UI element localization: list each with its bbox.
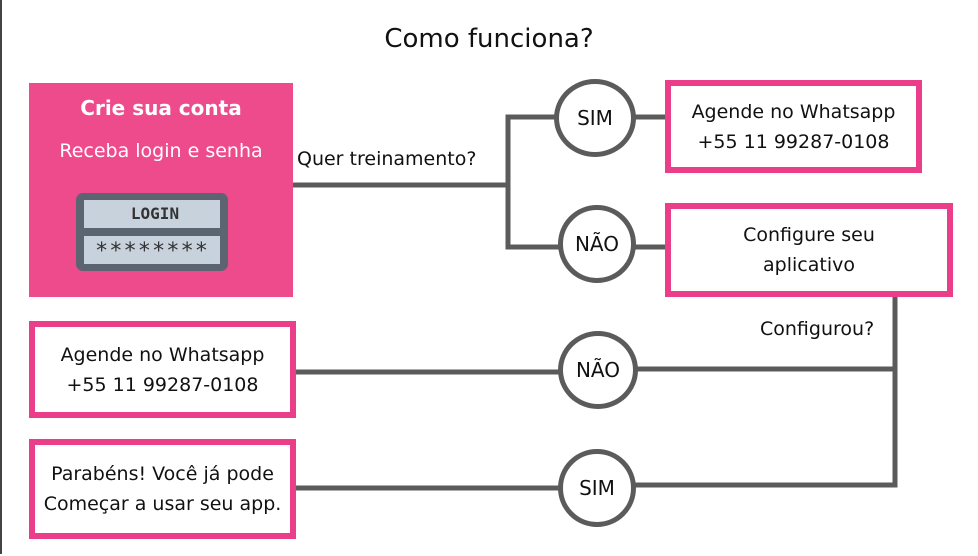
create-account-heading: Crie sua conta <box>80 96 242 120</box>
question-training-label: Quer treinamento? <box>297 148 477 170</box>
decision-sim-configured: SIM <box>558 449 636 527</box>
schedule-top-line2: +55 11 99287-0108 <box>697 130 890 153</box>
receive-login-text: Receba login e senha <box>59 140 263 162</box>
schedule-whatsapp-top-box: Agende no Whatsapp +55 11 99287-0108 <box>665 80 922 173</box>
login-card-icon: LOGIN ******** <box>76 193 228 271</box>
congrats-line2: Começar a usar seu app. <box>43 493 282 515</box>
password-field-mask: ******** <box>84 236 220 264</box>
decision-sim-training-label: SIM <box>577 106 613 130</box>
schedule-bottom-line2: +55 11 99287-0108 <box>66 373 259 396</box>
decision-sim-training: SIM <box>554 79 636 157</box>
diagram-title: Como funciona? <box>384 24 594 54</box>
decision-nao-training: NÃO <box>558 205 636 283</box>
schedule-whatsapp-bottom-box: Agende no Whatsapp +55 11 99287-0108 <box>29 321 296 418</box>
configure-app-box: Configure seu aplicativo <box>665 203 953 297</box>
decision-nao-configured: NÃO <box>558 331 638 409</box>
configure-line1: Configure seu <box>743 224 875 246</box>
decision-nao-configured-label: NÃO <box>575 358 621 382</box>
decision-sim-configured-label: SIM <box>579 476 615 500</box>
schedule-top-line1: Agende no Whatsapp <box>691 100 896 123</box>
question-configured-label: Configurou? <box>760 318 875 340</box>
decision-nao-training-label: NÃO <box>574 232 620 256</box>
congrats-line1: Parabéns! Você já pode <box>51 463 274 485</box>
schedule-bottom-line1: Agende no Whatsapp <box>60 343 265 366</box>
start-create-account-box: Crie sua conta Receba login e senha LOGI… <box>29 83 293 297</box>
login-field-label: LOGIN <box>84 200 220 228</box>
configure-line2: aplicativo <box>763 254 855 276</box>
congrats-box: Parabéns! Você já pode Começar a usar se… <box>29 439 296 539</box>
